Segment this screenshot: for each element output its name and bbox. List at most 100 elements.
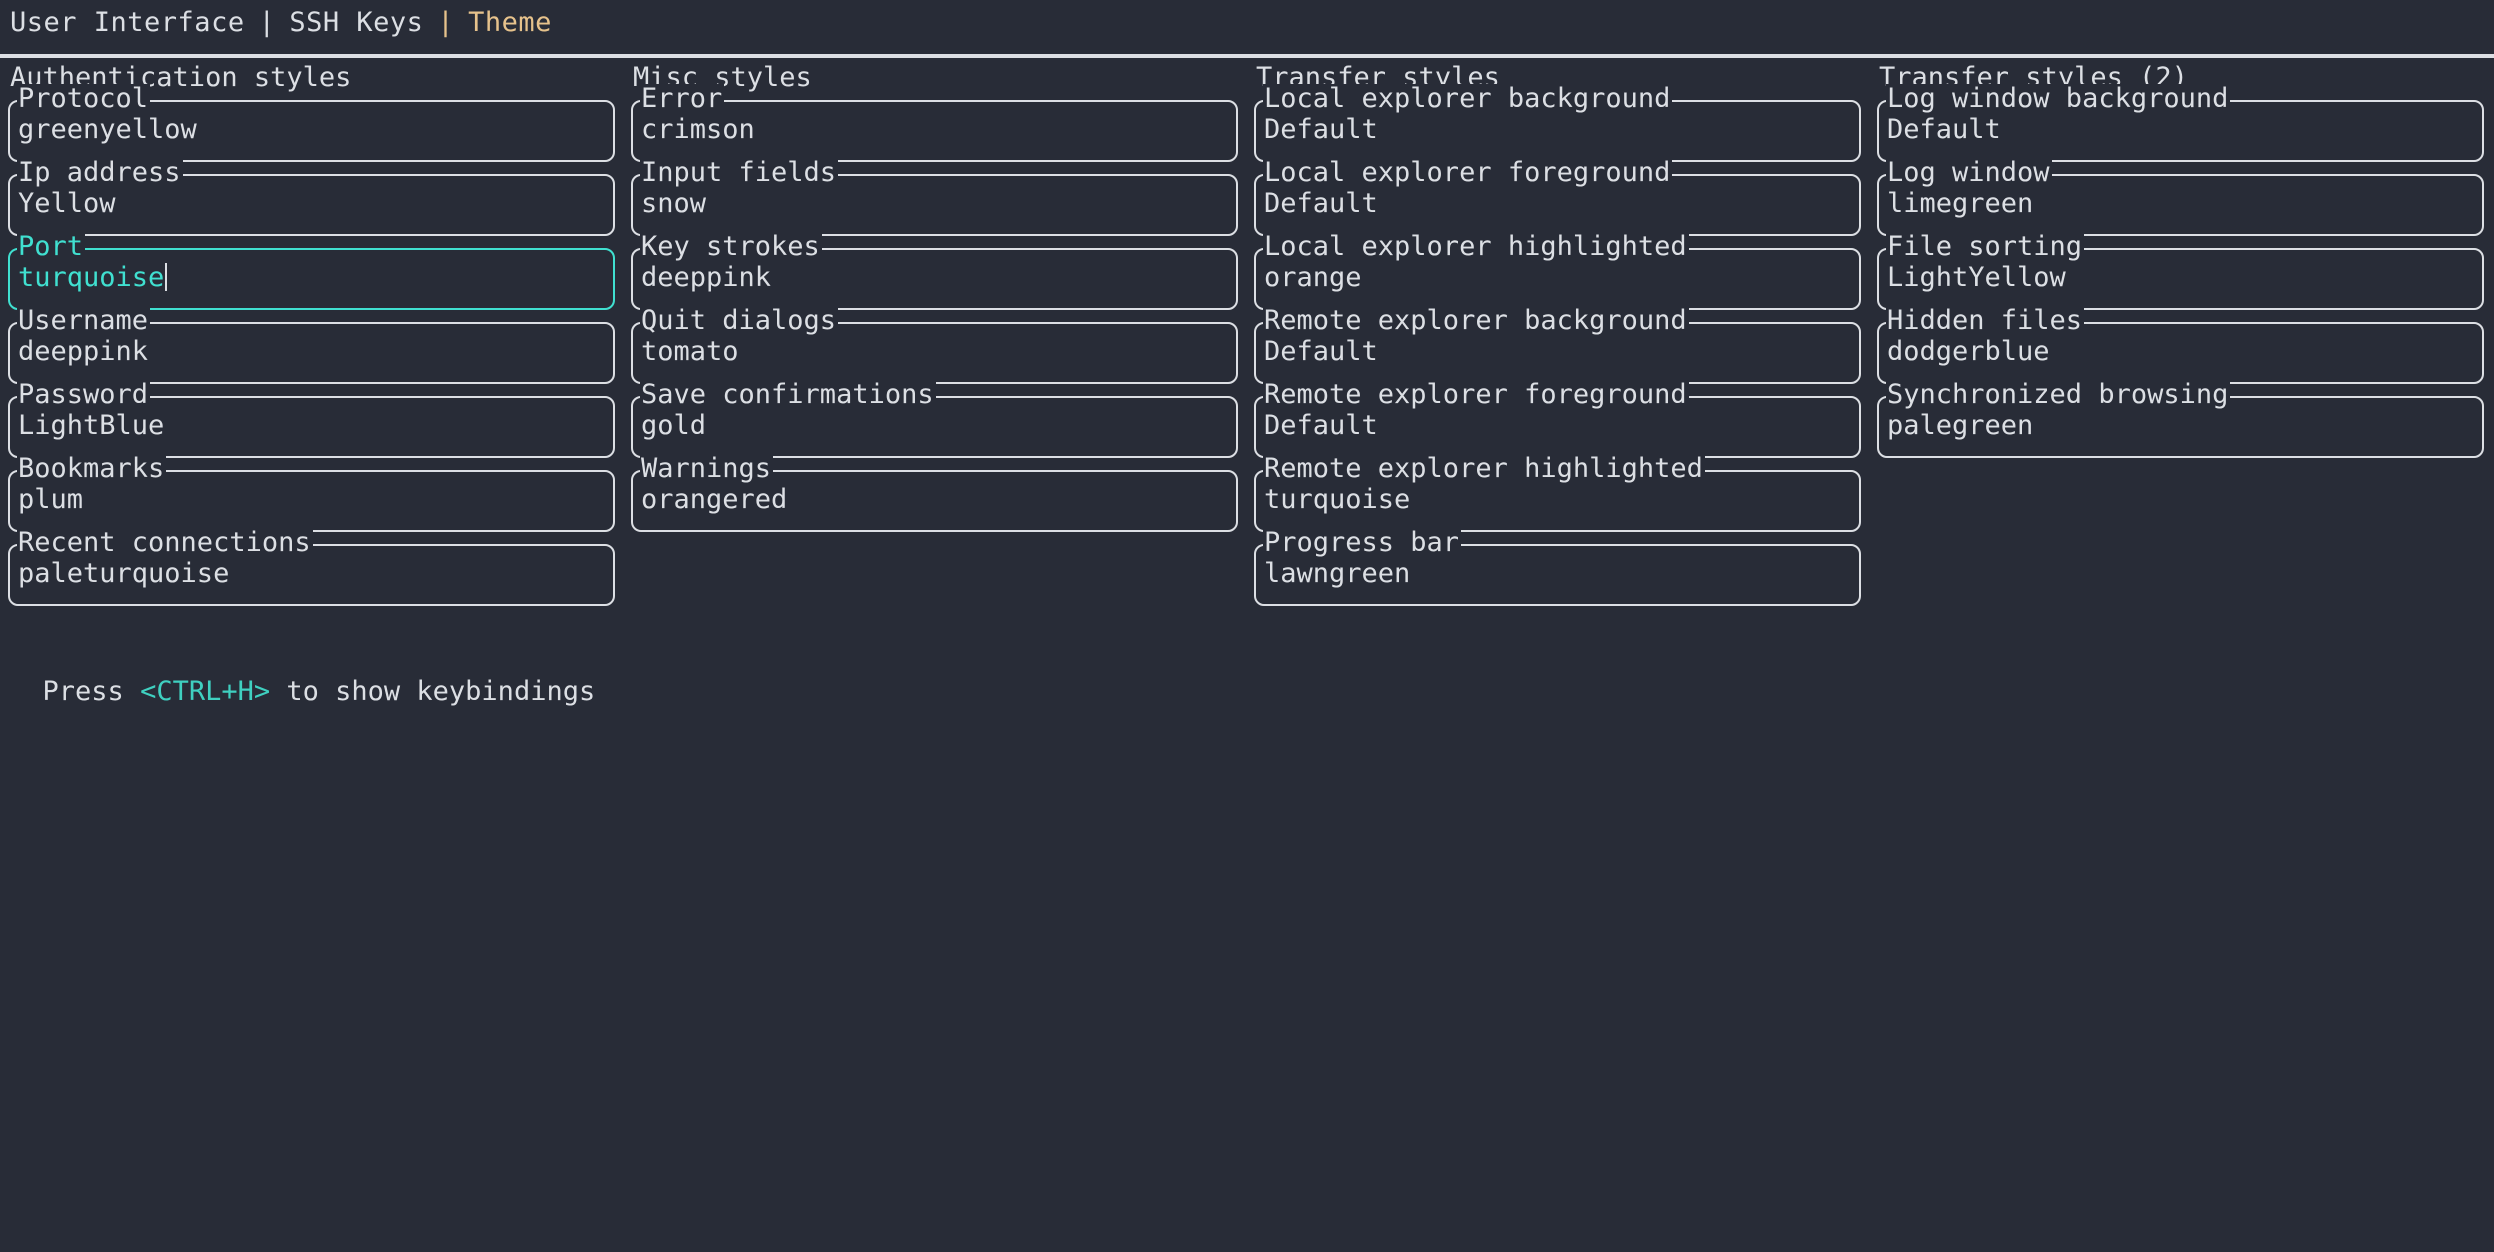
- field-value[interactable]: lawngreen: [1264, 557, 1410, 591]
- field-value[interactable]: LightYellow: [1887, 261, 2066, 295]
- field-value-text: Default: [1264, 336, 1378, 367]
- field-label: Bookmarks: [17, 453, 167, 484]
- field-label: Local explorer highlighted: [1263, 231, 1689, 262]
- field-value[interactable]: Default: [1887, 113, 2001, 147]
- text-cursor: [165, 263, 168, 291]
- field-value[interactable]: crimson: [641, 113, 755, 147]
- field-value[interactable]: LightBlue: [18, 409, 164, 443]
- field-value-text: Default: [1264, 410, 1378, 441]
- field-label: Warnings: [640, 453, 774, 484]
- status-hint-bar: Press <CTRL+H> to show keybindings: [0, 618, 2494, 712]
- field-value[interactable]: greenyellow: [18, 113, 197, 147]
- field-value[interactable]: deeppink: [641, 261, 771, 295]
- column-transfer-styles-2: Transfer styles (2)Log window background…: [1877, 58, 2494, 618]
- field-value-text: turquoise: [18, 262, 165, 293]
- field-label: Key strokes: [640, 231, 822, 262]
- field-value-text: Default: [1264, 188, 1378, 219]
- tab-ssh-keys[interactable]: SSH Keys: [289, 6, 424, 38]
- field-value-text: LightYellow: [1887, 262, 2066, 293]
- field-label: Hidden files: [1886, 305, 2085, 336]
- field-value-text: gold: [641, 410, 707, 441]
- field-label: Port: [17, 231, 86, 262]
- field-value[interactable]: Yellow: [18, 187, 116, 221]
- field-value-text: limegreen: [1887, 188, 2034, 219]
- field-value[interactable]: gold: [641, 409, 706, 443]
- field-value[interactable]: tomato: [641, 335, 739, 369]
- field-value[interactable]: paleturquoise: [18, 557, 229, 591]
- header-divider: [0, 54, 2494, 58]
- field-value[interactable]: limegreen: [1887, 187, 2033, 221]
- field-value[interactable]: plum: [18, 483, 83, 517]
- field-value[interactable]: turquoise: [18, 261, 168, 295]
- field-label: Remote explorer highlighted: [1263, 453, 1705, 484]
- field-value[interactable]: orange: [1264, 261, 1362, 295]
- field-value[interactable]: Default: [1264, 113, 1378, 147]
- field-label: Local explorer background: [1263, 83, 1673, 114]
- field-value[interactable]: orangered: [641, 483, 787, 517]
- tab-bar: User Interface | SSH Keys | Theme: [0, 0, 2494, 44]
- field-label: Synchronized browsing: [1886, 379, 2231, 410]
- field-value-text: plum: [18, 484, 84, 515]
- field-value-text: paleturquoise: [18, 558, 230, 589]
- field-value-text: LightBlue: [18, 410, 165, 441]
- field-value[interactable]: turquoise: [1264, 483, 1410, 517]
- field-label: Quit dialogs: [640, 305, 839, 336]
- field-value-text: tomato: [641, 336, 739, 367]
- hint-prefix: Press: [42, 676, 141, 707]
- field-label: Remote explorer background: [1263, 305, 1689, 336]
- field-value[interactable]: palegreen: [1887, 409, 2033, 443]
- field-value-text: palegreen: [1887, 410, 2034, 441]
- tab-user-interface[interactable]: User Interface: [10, 6, 245, 38]
- tab-theme[interactable]: Theme: [468, 6, 552, 38]
- field-label: Input fields: [640, 157, 839, 188]
- keybinding-hint: <CTRL+H>: [140, 676, 271, 707]
- field-value[interactable]: dodgerblue: [1887, 335, 2050, 369]
- field-value-text: orangered: [641, 484, 788, 515]
- field-value-text: deeppink: [641, 262, 772, 293]
- field-value[interactable]: Default: [1264, 335, 1378, 369]
- field-label: Save confirmations: [640, 379, 936, 410]
- field-value-text: turquoise: [1264, 484, 1411, 515]
- field-value[interactable]: Default: [1264, 409, 1378, 443]
- tab-separator: |: [437, 6, 455, 38]
- field-label: Progress bar: [1263, 527, 1462, 558]
- column-title: Misc styles: [633, 62, 812, 93]
- field-label: Username: [17, 305, 151, 336]
- field-value[interactable]: Default: [1264, 187, 1378, 221]
- tab-separator: |: [258, 6, 276, 38]
- field-label: Log window: [1886, 157, 2052, 188]
- field-value[interactable]: deeppink: [18, 335, 148, 369]
- field-value-text: deeppink: [18, 336, 149, 367]
- field-value[interactable]: snow: [641, 187, 706, 221]
- field-value-text: lawngreen: [1264, 558, 1411, 589]
- field-label: File sorting: [1886, 231, 2085, 262]
- field-label: Password: [17, 379, 151, 410]
